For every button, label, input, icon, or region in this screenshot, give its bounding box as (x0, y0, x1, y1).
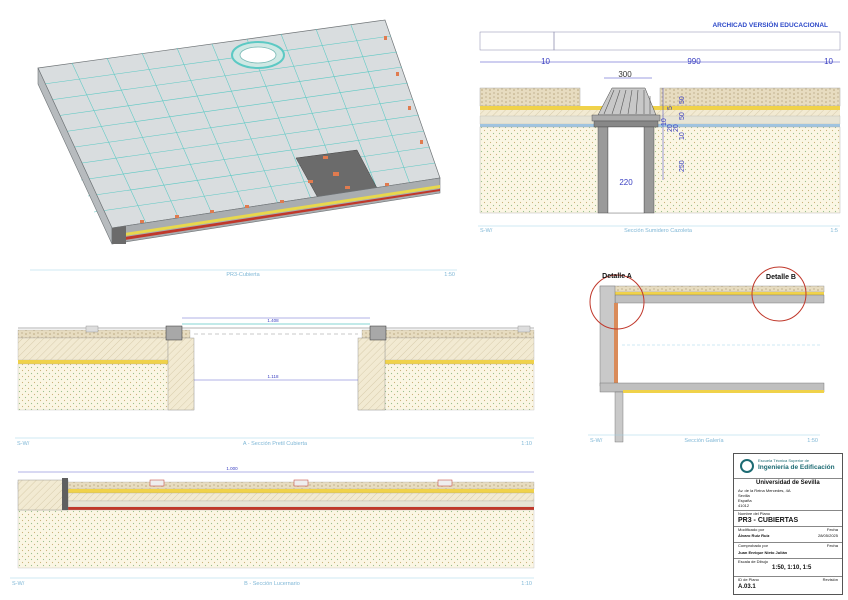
plan-name-label: Nombre del Plano (738, 511, 771, 516)
sumidero-section-view (479, 31, 841, 214)
dim-v1: 50 (679, 96, 686, 104)
date-label: Fecha (826, 527, 838, 532)
dim-v4: 50 (679, 112, 686, 120)
dim-top-width: 300 (618, 70, 632, 79)
sumidero-view-name: Sección Sumidero Cazoleta (624, 228, 693, 234)
galeria-view-scale: 1:50 (807, 438, 818, 444)
dim-v8: 250 (679, 160, 686, 172)
lucernario-view-id: S-W/ (12, 581, 25, 587)
title-block: Escuela Técnica Superior de Ingeniería d… (733, 453, 843, 595)
university-name: Universidad de Sevilla (756, 480, 820, 486)
address-line4: 41012 (738, 503, 750, 508)
pretil-view-id: S-W/ (17, 441, 30, 447)
galeria-section-view (589, 266, 825, 443)
modified-date: 28/05/2025 (817, 533, 838, 538)
dim-v3: 20 (667, 124, 674, 132)
address-line1: Av. de la Reina Mercedes, 4A (738, 488, 791, 493)
drawing-scales: 1:50, 1:10, 1:5 (772, 565, 812, 571)
sheet-id: A.03.1 (738, 584, 756, 590)
iso-view-name: PR3-Cubierta (226, 272, 260, 278)
school-line1: Escuela Técnica Superior de (758, 458, 810, 463)
checked-label: Comprobado por (738, 543, 769, 548)
dim-v2: 5 (667, 106, 674, 110)
lucernario-section-view (17, 471, 535, 569)
pretil-section-view (17, 317, 535, 411)
checked-by: Juan Enrique Nieto Julián (738, 550, 788, 555)
sumidero-view-id: S-W/ (480, 228, 493, 234)
school-line2: Ingeniería de Edificación (758, 464, 835, 471)
iso-view-scale: 1:50 (444, 272, 455, 278)
dim-right: 10 (824, 57, 833, 66)
sheet-id-label: ID de Plano (738, 577, 759, 582)
dim-v6: 20 (673, 124, 680, 132)
pretil-dim-mid: 1.118 (268, 374, 279, 379)
checked-date-label: Fecha (826, 543, 838, 548)
scale-label: Escala de Dibujo (738, 559, 769, 564)
educational-watermark: ARCHICAD VERSIÓN EDUCACIONAL (712, 20, 828, 29)
dim-mid: 990 (687, 57, 701, 66)
sumidero-view-scale: 1:5 (830, 228, 838, 234)
detail-b-label: Detalle B (766, 274, 796, 281)
galeria-view-name: Sección Galería (684, 438, 724, 444)
plan-name: PR3 - CUBIERTAS (738, 517, 799, 524)
dim-left: 10 (541, 57, 550, 66)
address-line2: Sevilla (738, 493, 750, 498)
isometric-roof-view (37, 19, 441, 245)
school-logo-icon (740, 459, 754, 473)
dim-v5: 10 (661, 118, 668, 126)
address-line3: España (738, 498, 752, 503)
modified-by: Álvaro Ruiz Ruiz (738, 533, 770, 538)
galeria-view-id: S-W/ (590, 438, 603, 444)
pretil-view-name: A - Sección Pretil Cubierta (243, 441, 308, 447)
detail-a-label: Detalle A (602, 273, 632, 280)
lucernario-view-name: B - Sección Lucernario (244, 581, 300, 587)
pretil-view-scale: 1:10 (521, 441, 532, 447)
pretil-dim-top: 1.408 (267, 318, 279, 323)
modified-label: Modificado por (738, 527, 765, 532)
lucernario-view-scale: 1:10 (521, 581, 532, 587)
lucernario-dim-top: 1.000 (226, 466, 238, 471)
dim-pipe: 220 (619, 178, 633, 187)
dim-v7: 10 (679, 132, 686, 140)
revision-label: Revisión (822, 577, 838, 582)
